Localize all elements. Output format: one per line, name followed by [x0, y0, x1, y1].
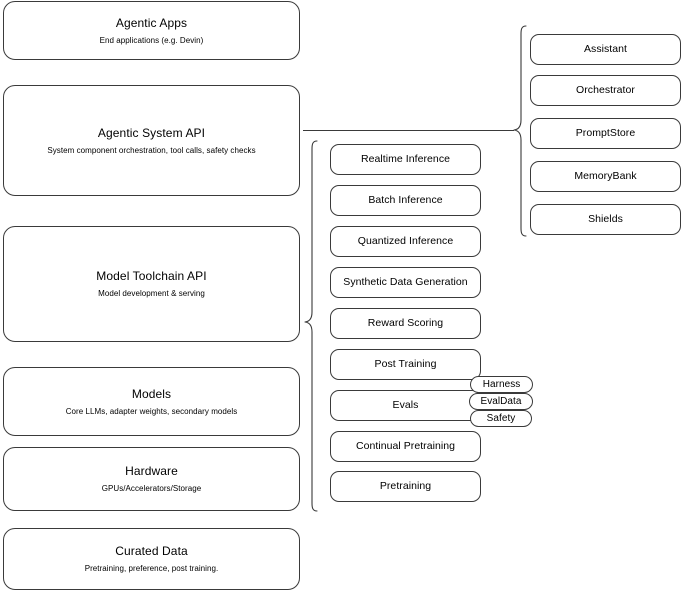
layer-subtitle: End applications (e.g. Devin)	[99, 35, 204, 45]
layer-subtitle: Pretraining, preference, post training.	[84, 564, 219, 573]
layer-subtitle: Model development & serving	[98, 289, 205, 298]
layer-title: Model Toolchain API	[96, 269, 207, 283]
eval-badge-label: Safety	[486, 413, 516, 424]
eval-badge-label: Harness	[482, 379, 521, 390]
layer-subtitle: GPUs/Accelerators/Storage	[101, 484, 202, 493]
layer-title: Models	[131, 386, 172, 401]
capability-label: Realtime Inference	[360, 152, 451, 165]
capability-label: Reward Scoring	[367, 316, 444, 329]
component-shields[interactable]: Shields	[530, 204, 681, 235]
component-orchestrator[interactable]: Orchestrator	[530, 75, 681, 106]
component-promptstore[interactable]: PromptStore	[530, 118, 681, 149]
eval-badge-safety[interactable]: Safety	[470, 410, 532, 427]
capability-label: Evals	[392, 398, 419, 411]
component-label: MemoryBank	[574, 169, 637, 182]
capability-continual-pretraining[interactable]: Continual Pretraining	[330, 431, 481, 462]
capability-pretraining[interactable]: Pretraining	[330, 471, 481, 502]
component-assistant[interactable]: Assistant	[530, 34, 681, 65]
component-memorybank[interactable]: MemoryBank	[530, 161, 681, 192]
capability-label: Pretraining	[379, 479, 432, 492]
eval-badge-evaldata[interactable]: EvalData	[469, 393, 533, 410]
capability-label: Post Training	[374, 357, 437, 370]
layer-subtitle: Core LLMs, adapter weights, secondary mo…	[65, 406, 238, 416]
eval-badge-harness[interactable]: Harness	[470, 376, 533, 393]
component-label: Orchestrator	[576, 83, 635, 96]
capability-evals[interactable]: Evals	[330, 390, 481, 421]
layer-title: Hardware	[125, 464, 178, 478]
layer-title: Agentic System API	[97, 125, 206, 140]
capability-label: Quantized Inference	[357, 234, 454, 247]
capability-realtime-inference[interactable]: Realtime Inference	[330, 144, 481, 175]
capability-label: Continual Pretraining	[355, 439, 456, 452]
stack-layer-models[interactable]: Models Core LLMs, adapter weights, secon…	[3, 367, 300, 436]
capability-reward-scoring[interactable]: Reward Scoring	[330, 308, 481, 339]
stack-layer-curated-data[interactable]: Curated Data Pretraining, preference, po…	[3, 528, 300, 590]
brace-agentic-system-components	[513, 25, 527, 237]
brace-toolchain-capabilities	[304, 140, 318, 512]
connector-line-agentic-system	[303, 130, 514, 131]
layer-title: Curated Data	[115, 544, 188, 558]
stack-layer-model-toolchain-api[interactable]: Model Toolchain API Model development & …	[3, 226, 300, 342]
capability-synthetic-data-generation[interactable]: Synthetic Data Generation	[330, 267, 481, 298]
component-label: Shields	[588, 212, 623, 225]
capability-post-training[interactable]: Post Training	[330, 349, 481, 380]
capability-label: Synthetic Data Generation	[343, 275, 468, 288]
stack-layer-hardware[interactable]: Hardware GPUs/Accelerators/Storage	[3, 447, 300, 511]
layer-subtitle: System component orchestration, tool cal…	[47, 145, 256, 155]
capability-batch-inference[interactable]: Batch Inference	[330, 185, 481, 216]
capability-quantized-inference[interactable]: Quantized Inference	[330, 226, 481, 257]
stack-layer-agentic-system-api[interactable]: Agentic System API System component orch…	[3, 85, 300, 196]
component-label: PromptStore	[575, 126, 636, 139]
eval-badge-label: EvalData	[480, 396, 522, 407]
layer-title: Agentic Apps	[115, 15, 188, 30]
component-label: Assistant	[583, 42, 628, 55]
capability-label: Batch Inference	[368, 193, 443, 206]
stack-layer-agentic-apps[interactable]: Agentic Apps End applications (e.g. Devi…	[3, 1, 300, 60]
